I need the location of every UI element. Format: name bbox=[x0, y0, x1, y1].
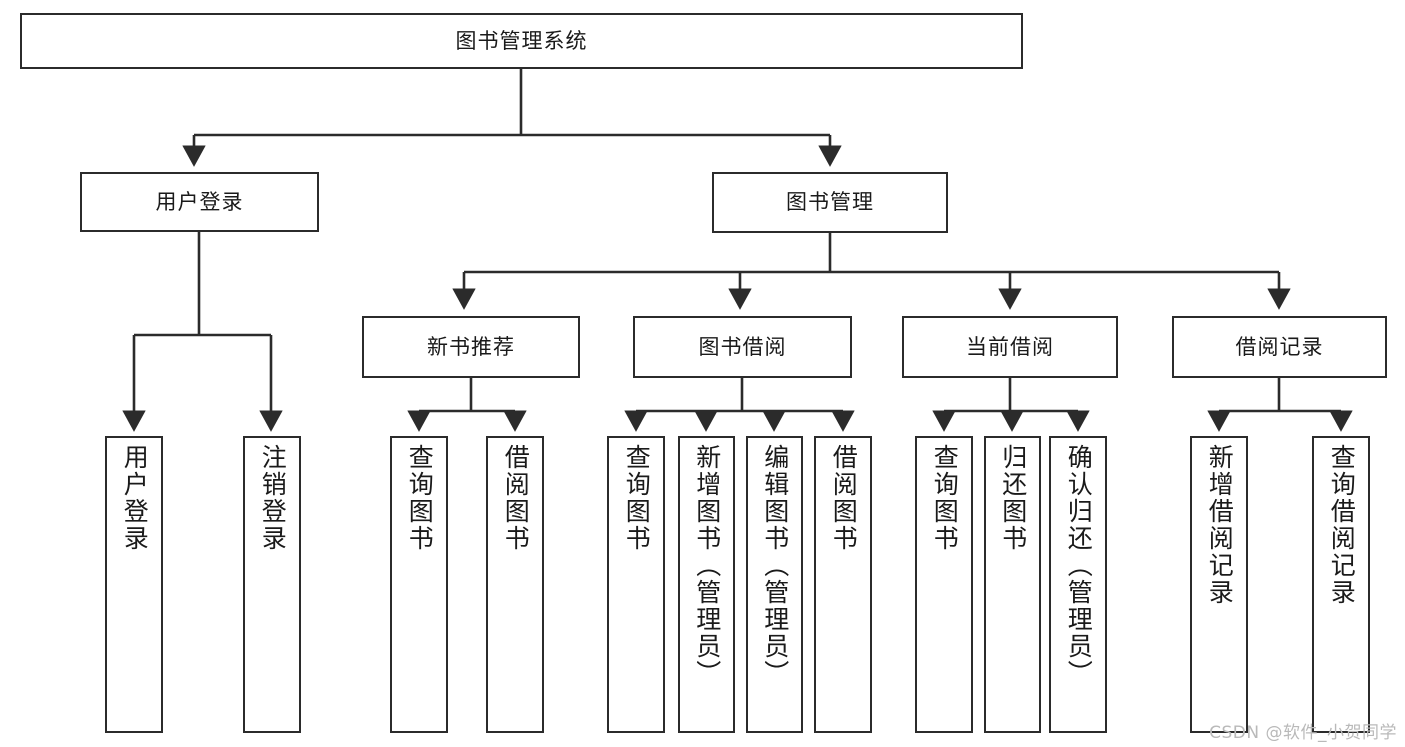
leaf-label: 新增借阅记录 bbox=[1205, 444, 1235, 606]
leaf-label: 新增图书（管理员） bbox=[692, 444, 722, 687]
leaf-current-return-book[interactable]: 归还图书 bbox=[984, 436, 1041, 733]
leaf-borrow-edit-book-admin[interactable]: 编辑图书（管理员） bbox=[746, 436, 803, 733]
csdn-watermark: CSDN @软件_小贺同学 bbox=[1209, 723, 1397, 743]
node-borrow-record[interactable]: 借阅记录 bbox=[1172, 316, 1387, 378]
node-label: 图书借阅 bbox=[698, 334, 787, 359]
leaf-record-query-record[interactable]: 查询借阅记录 bbox=[1312, 436, 1370, 733]
leaf-label: 查询图书 bbox=[622, 444, 652, 552]
node-label: 当前借阅 bbox=[966, 334, 1054, 359]
leaf-borrow-add-book-admin[interactable]: 新增图书（管理员） bbox=[678, 436, 735, 733]
node-label: 图书管理 bbox=[786, 190, 874, 215]
leaf-label: 借阅图书 bbox=[829, 444, 859, 552]
leaf-user-login-logout[interactable]: 注销登录 bbox=[243, 436, 301, 733]
leaf-label: 确认归还（管理员） bbox=[1064, 444, 1094, 687]
leaf-current-query-book[interactable]: 查询图书 bbox=[915, 436, 973, 733]
node-root-system[interactable]: 图书管理系统 bbox=[20, 13, 1023, 69]
leaf-borrow-borrow-book[interactable]: 借阅图书 bbox=[814, 436, 872, 733]
leaf-label: 归还图书 bbox=[998, 444, 1028, 552]
node-new-book-recommend[interactable]: 新书推荐 bbox=[362, 316, 580, 378]
leaf-record-add-record[interactable]: 新增借阅记录 bbox=[1190, 436, 1248, 733]
node-label: 借阅记录 bbox=[1235, 334, 1324, 359]
node-user-login[interactable]: 用户登录 bbox=[80, 172, 319, 232]
leaf-borrow-query-book[interactable]: 查询图书 bbox=[607, 436, 665, 733]
leaf-label: 借阅图书 bbox=[501, 444, 531, 552]
leaf-label: 编辑图书（管理员） bbox=[760, 444, 790, 687]
node-label: 图书管理系统 bbox=[455, 28, 588, 53]
node-book-management[interactable]: 图书管理 bbox=[712, 172, 948, 233]
leaf-current-confirm-return-admin[interactable]: 确认归还（管理员） bbox=[1049, 436, 1107, 733]
leaf-label: 注销登录 bbox=[258, 444, 288, 552]
leaf-label: 用户登录 bbox=[120, 444, 150, 552]
leaf-recommend-query-book[interactable]: 查询图书 bbox=[390, 436, 448, 733]
node-current-borrow[interactable]: 当前借阅 bbox=[902, 316, 1118, 378]
node-book-borrow[interactable]: 图书借阅 bbox=[633, 316, 852, 378]
leaf-label: 查询借阅记录 bbox=[1327, 444, 1357, 606]
leaf-recommend-borrow-book[interactable]: 借阅图书 bbox=[486, 436, 544, 733]
leaf-label: 查询图书 bbox=[405, 444, 435, 552]
node-label: 用户登录 bbox=[155, 189, 244, 214]
leaf-label: 查询图书 bbox=[930, 444, 960, 552]
node-label: 新书推荐 bbox=[427, 334, 515, 359]
leaf-user-login-login[interactable]: 用户登录 bbox=[105, 436, 163, 733]
